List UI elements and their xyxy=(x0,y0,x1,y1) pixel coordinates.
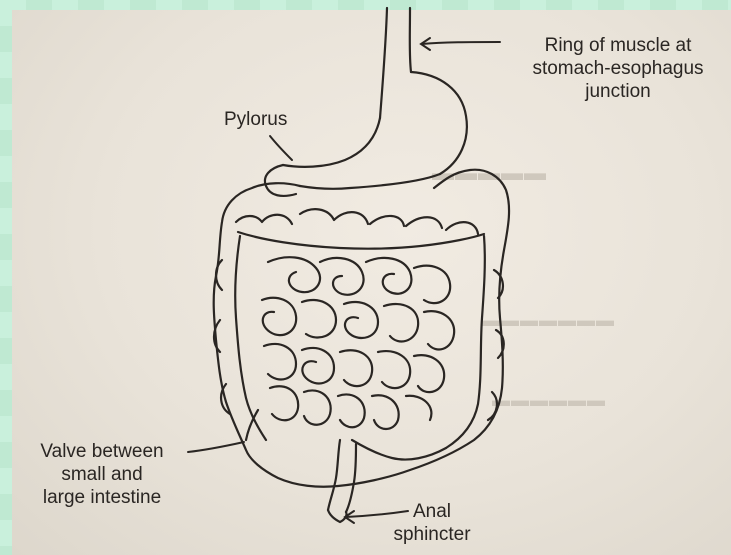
small-intestine-coils xyxy=(262,257,454,429)
label-valve-line3: large intestine xyxy=(16,486,188,509)
label-valve: Valve between small and large intestine xyxy=(16,440,188,509)
label-anal-line1: Anal xyxy=(382,500,482,523)
sigmoid-colon xyxy=(352,440,446,460)
stomach xyxy=(283,72,467,174)
colon-haustra-top xyxy=(236,209,478,234)
label-ring-line1: Ring of muscle at xyxy=(506,34,730,57)
leader-line-ring xyxy=(422,42,500,44)
leader-line-pylorus xyxy=(270,136,292,160)
rectum xyxy=(328,440,356,512)
leader-line-valve xyxy=(188,442,244,452)
ascending-colon-inner xyxy=(235,236,266,440)
label-ring-of-muscle: Ring of muscle at stomach-esophagus junc… xyxy=(506,34,730,103)
label-ring-line2: stomach-esophagus xyxy=(506,57,730,80)
label-valve-line2: small and xyxy=(16,463,188,486)
label-valve-line1: Valve between xyxy=(16,440,188,463)
stomach-lower-curve xyxy=(300,174,440,189)
anal-sphincter-shape xyxy=(328,510,347,522)
duodenum xyxy=(265,165,296,196)
colon-inner-wall xyxy=(238,232,484,249)
label-pylorus: Pylorus xyxy=(224,108,287,131)
label-ring-line3: junction xyxy=(506,80,730,103)
esophagus xyxy=(380,8,411,118)
label-anal-sphincter: Anal sphincter xyxy=(382,500,482,546)
label-anal-line2: sphincter xyxy=(382,523,482,546)
